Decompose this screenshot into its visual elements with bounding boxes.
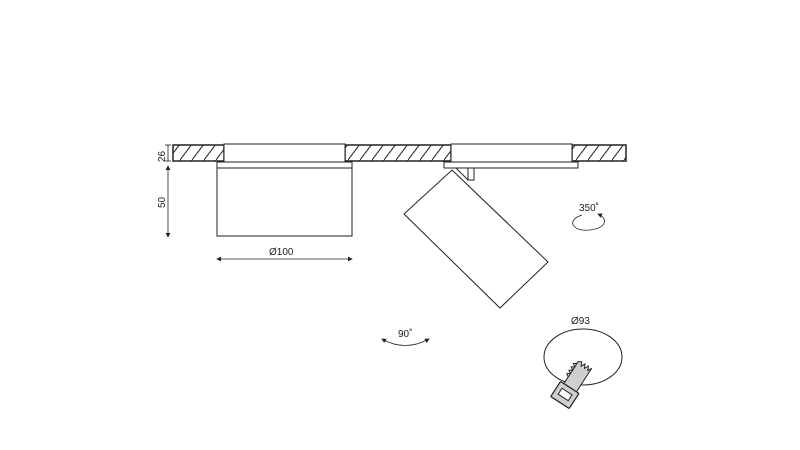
cutout-detail: Ø93	[543, 316, 623, 409]
ceiling-opening-left	[223, 143, 346, 163]
fixture-straight	[216, 161, 353, 237]
label-body-diameter: Ø100	[269, 247, 294, 258]
ceiling-opening-right	[450, 143, 573, 163]
fixture-tilted-mount	[443, 161, 579, 169]
ceiling-segment-left	[172, 144, 225, 162]
ceiling-panel	[172, 143, 627, 163]
cutout-ellipse	[543, 328, 623, 386]
fixture-tilted-pivot	[455, 167, 469, 181]
fixture-straight-mount	[216, 161, 353, 169]
label-body-height: 50	[157, 196, 168, 208]
ceiling-segment-right	[571, 144, 627, 162]
dimension-body-height: 50	[157, 165, 171, 238]
fixture-tilted-body	[403, 169, 549, 309]
rotation-arc-icon	[572, 213, 605, 231]
rotation-indicator: 350˚	[572, 202, 605, 231]
ceiling-segment-middle	[344, 144, 452, 162]
fixture-tilted-bracket	[467, 167, 475, 181]
fixture-tilted	[403, 161, 579, 309]
tilt-arc-icon	[381, 338, 430, 346]
tilt-indicator: 90˚	[381, 328, 430, 346]
label-cutout-diameter: Ø93	[571, 316, 590, 327]
dimension-ceiling-thickness: 26	[157, 144, 171, 162]
fixture-straight-body	[216, 167, 353, 237]
hole-saw-icon	[550, 361, 593, 409]
dimension-body-diameter: Ø100	[216, 247, 353, 262]
label-ceiling-thickness: 26	[157, 150, 168, 162]
label-rotation-angle: 350˚	[579, 202, 599, 214]
label-tilt-angle: 90˚	[398, 328, 412, 340]
